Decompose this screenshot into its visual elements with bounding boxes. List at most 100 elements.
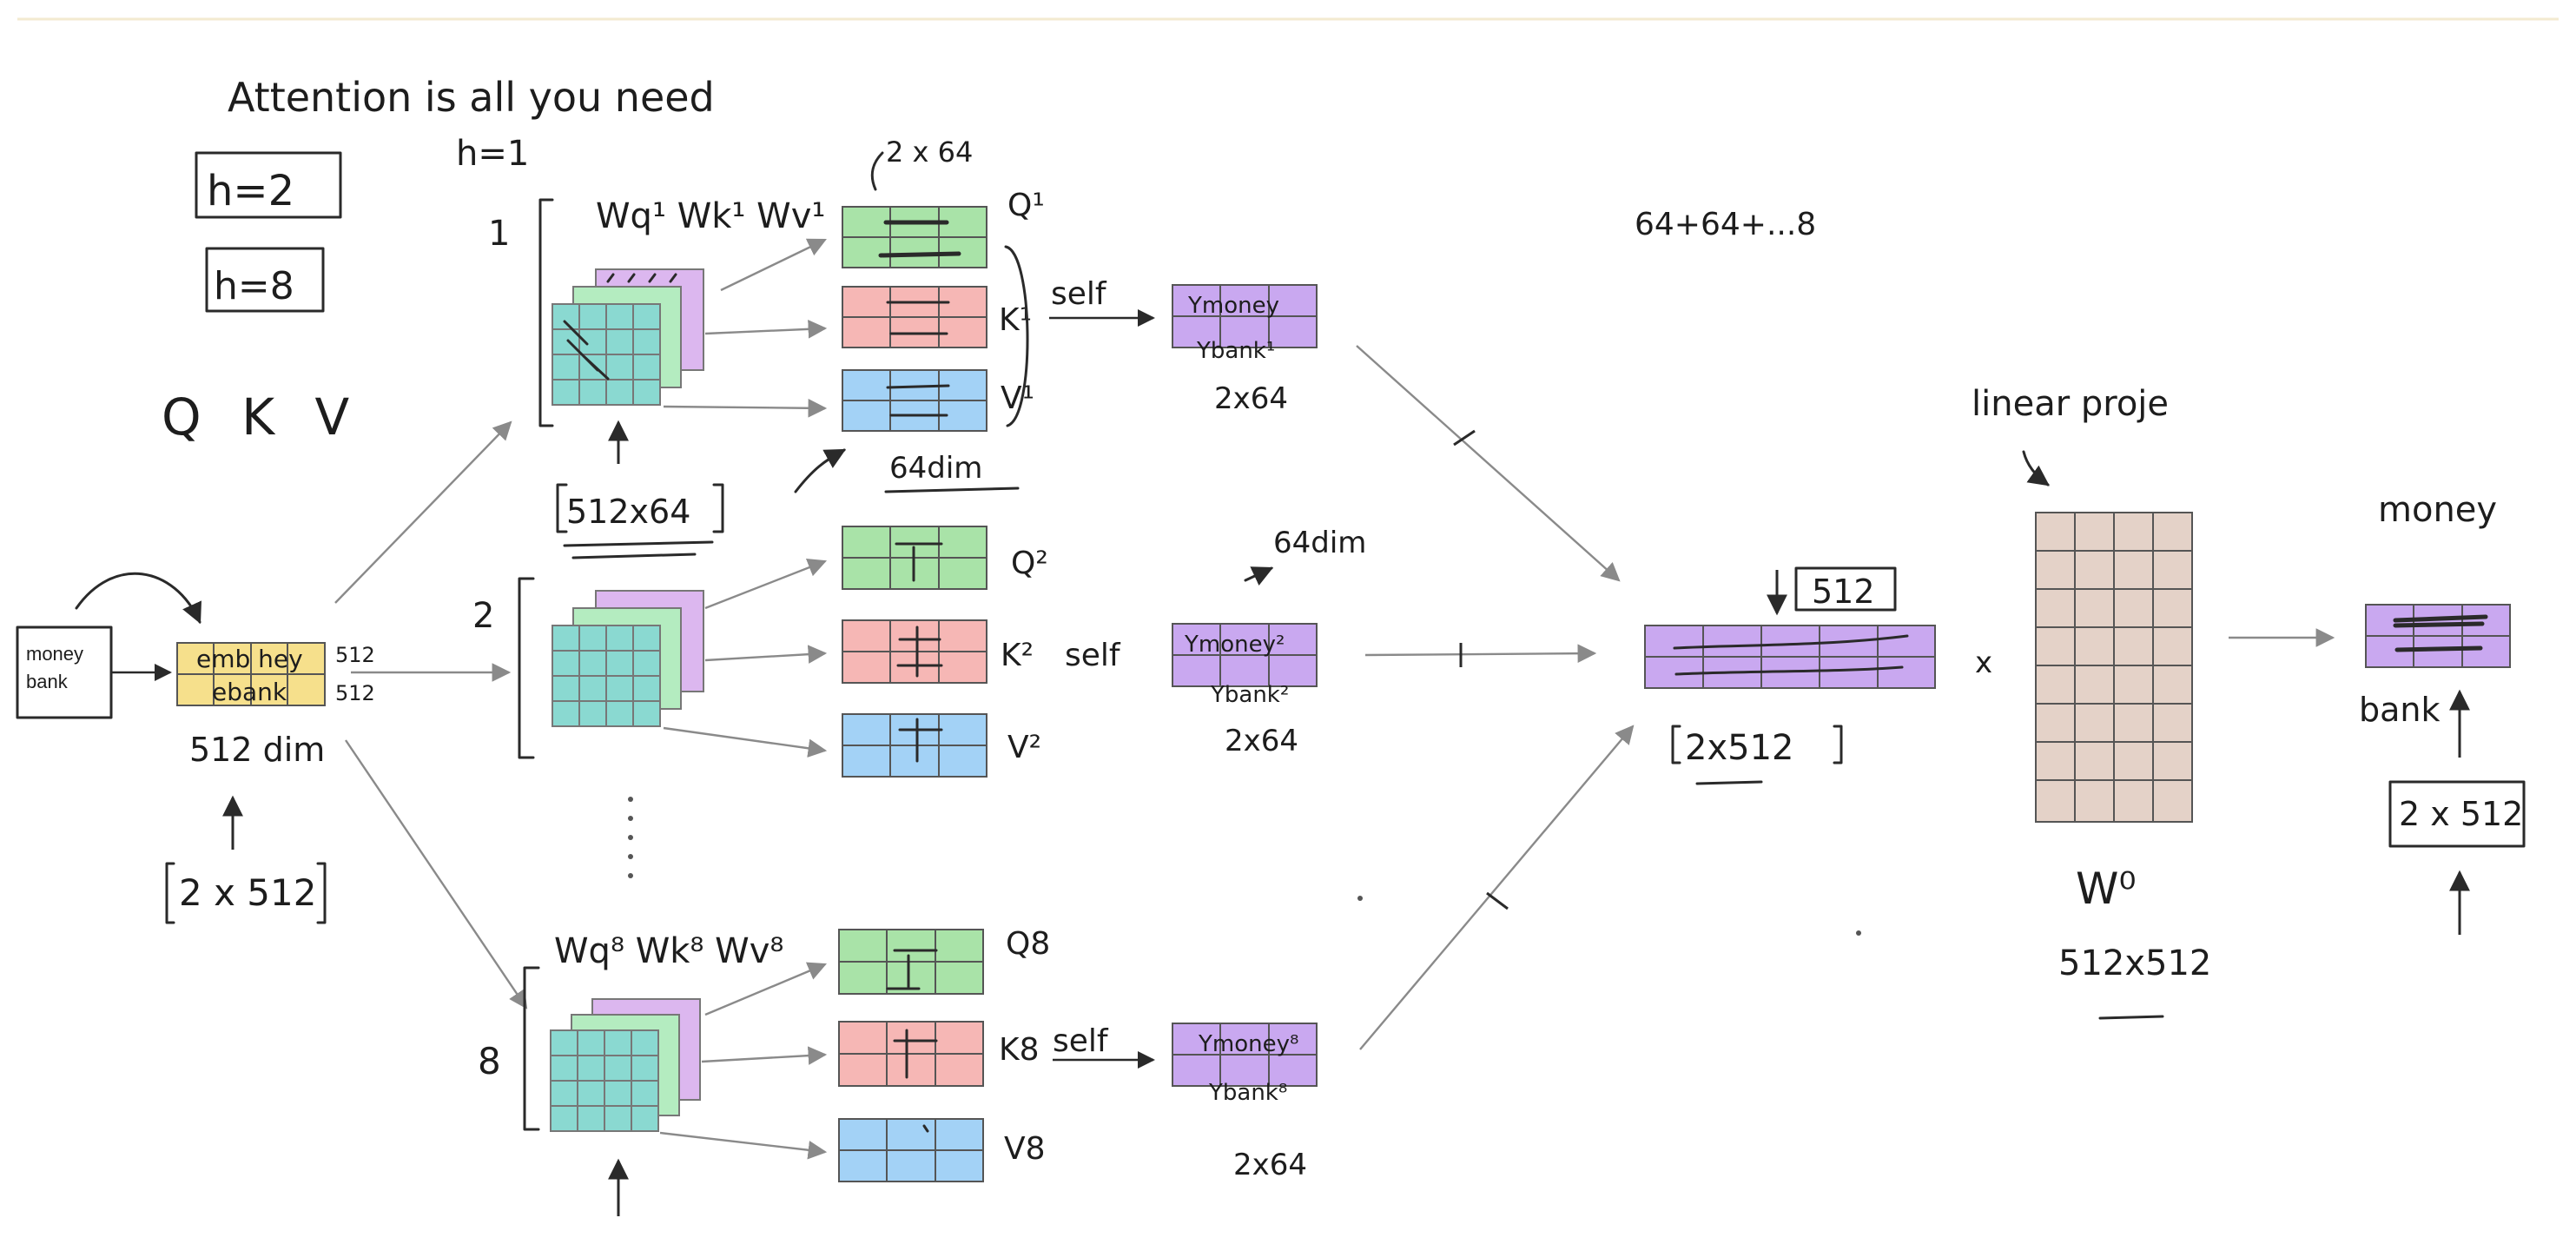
diagram-title: Attention is all you need	[228, 74, 715, 121]
concat-dim: 512	[1812, 573, 1875, 611]
output-shape: 2 x 512	[2399, 795, 2523, 833]
arrow-to-head-1	[334, 420, 512, 604]
head-2-dim-arrow	[1244, 566, 1274, 586]
output-word-1: money	[2378, 490, 2497, 530]
head-2-bracket	[518, 577, 535, 759]
head-2-k-label: K²	[1001, 638, 1034, 673]
head-8-bracket	[523, 966, 540, 1131]
arrow-head-2-to-concat	[1364, 644, 1597, 663]
head-1-weight-stack	[552, 268, 704, 406]
head-8-arrow-q	[704, 962, 827, 1016]
head-1-dim-note: 64dim	[889, 451, 982, 486]
head-1-arrow-q	[720, 238, 827, 292]
output-matrix	[2365, 604, 2511, 668]
stray-dot	[1357, 896, 1363, 901]
head-8-output-row-1: Ymoney⁸	[1198, 1031, 1298, 1057]
head-8-weight-stack	[550, 998, 701, 1132]
head-1-v-matrix	[842, 369, 987, 432]
head-2-k-matrix	[842, 619, 987, 684]
qkv-label: Q K V	[162, 387, 361, 447]
head-2: 2	[472, 526, 1366, 778]
concat-shape: 2x512	[1685, 728, 1793, 768]
head-8-output-row-2: Ybank⁸	[1208, 1080, 1287, 1106]
head-1-arrow-k	[704, 320, 828, 339]
input-word-1: money	[26, 643, 83, 665]
multiply-sign: x	[1975, 645, 1992, 680]
head-2-output-matrix	[1172, 623, 1318, 687]
head-8-arrow-v	[659, 1131, 828, 1160]
concat-sum-note: 64+64+...8	[1635, 207, 1816, 242]
embedding-dim-2: 512	[335, 681, 375, 705]
head-1-underline	[563, 540, 714, 559]
head-1-bracket	[538, 198, 554, 427]
bracket-right	[316, 862, 327, 924]
head-2-arrow-k	[704, 645, 828, 664]
bracket-left	[165, 862, 175, 924]
projection-matrix	[2035, 512, 2193, 823]
projection-shape: 512x512	[2058, 943, 2211, 983]
arrow-head-1-to-concat	[1356, 345, 1621, 582]
head-1-output-shape: 2x64	[1214, 381, 1288, 416]
head-1-weights: Wq¹ Wk¹ Wv¹	[596, 196, 825, 236]
head-1-shape-bracket-r	[712, 483, 724, 533]
head-8-output-matrix	[1172, 1023, 1318, 1087]
output-word-2: bank	[2359, 691, 2441, 729]
tick-8	[1486, 891, 1509, 910]
head-8-self: self	[1053, 1023, 1109, 1059]
head-1-k-matrix	[842, 286, 987, 348]
concat-shape-bracket-l	[1671, 725, 1681, 764]
head-1-arrow-v	[663, 398, 828, 418]
head-2-q-matrix	[842, 526, 987, 590]
head-8-arrow-k	[701, 1046, 828, 1065]
head-2-v-label: V²	[1007, 730, 1041, 765]
curved-arrow-icon	[75, 572, 201, 625]
head-1-output-row-2: Ybank¹	[1196, 338, 1275, 364]
head-note-h1: h=1	[456, 134, 529, 174]
head-1: 1 Wq¹ Wk¹ Wv¹ 512x64	[488, 136, 1318, 559]
head-8-v-matrix	[838, 1118, 984, 1182]
embedding-dim-1: 512	[335, 643, 375, 667]
box-h8	[205, 247, 325, 313]
head-1-shape-note: 512x64	[566, 493, 690, 531]
head-1-q-matrix	[842, 206, 987, 268]
projection-underline	[2098, 1015, 2164, 1020]
head-1-dim-arrow	[794, 448, 847, 493]
head-note-h2: h=2	[207, 167, 294, 215]
head-8-q-matrix	[838, 929, 984, 995]
concat-dim-box	[1794, 566, 1897, 612]
head-8: 8 Wq⁸ Wk⁸ Wv⁸	[478, 926, 1318, 1216]
arrow-head-8-to-concat	[1359, 725, 1635, 1050]
input-word-2: bank	[26, 671, 69, 692]
concat-matrix	[1644, 625, 1936, 689]
head-1-kv-brace	[1004, 245, 1029, 427]
embedding-matrix	[176, 642, 326, 706]
head-2-index: 2	[472, 596, 494, 636]
head-2-weight-stack	[552, 590, 704, 727]
head-8-output-shape: 2x64	[1233, 1148, 1307, 1182]
head-2-v-matrix	[842, 713, 987, 778]
head-2-arrow-q	[704, 559, 828, 610]
tick-1	[1453, 429, 1476, 447]
head-8-v-label: V8	[1004, 1131, 1046, 1167]
head-8-index: 8	[478, 1040, 501, 1082]
head-2-output-shape: 2x64	[1225, 724, 1298, 758]
embedding-row-1: emb hey	[196, 645, 303, 673]
head-note-h8: h=8	[214, 264, 294, 308]
head-8-k-label: K8	[999, 1032, 1040, 1068]
arrow-to-head-8	[345, 739, 528, 1009]
head-1-q-note: 2 x 64	[886, 136, 973, 169]
head-1-shape-bracket-l	[556, 483, 568, 533]
head-2-output-row-2: Ybank²	[1210, 682, 1289, 708]
box-h2	[195, 151, 342, 219]
projection-title: linear proje	[1972, 384, 2169, 424]
head-1-self: self	[1051, 276, 1107, 312]
head-1-output-row-1: Ymoney	[1187, 293, 1279, 319]
head-1-dim-underline	[884, 486, 1020, 493]
head-2-output-row-1: Ymoney²	[1184, 632, 1285, 658]
embedding-row-2: ebank	[212, 678, 287, 706]
projection-arrow	[2022, 450, 2050, 486]
concat-shape-underline	[1695, 780, 1763, 785]
head-1-q-label: Q¹	[1007, 188, 1045, 223]
head-1-output-matrix	[1172, 284, 1318, 348]
projection-name: W⁰	[2076, 864, 2136, 914]
